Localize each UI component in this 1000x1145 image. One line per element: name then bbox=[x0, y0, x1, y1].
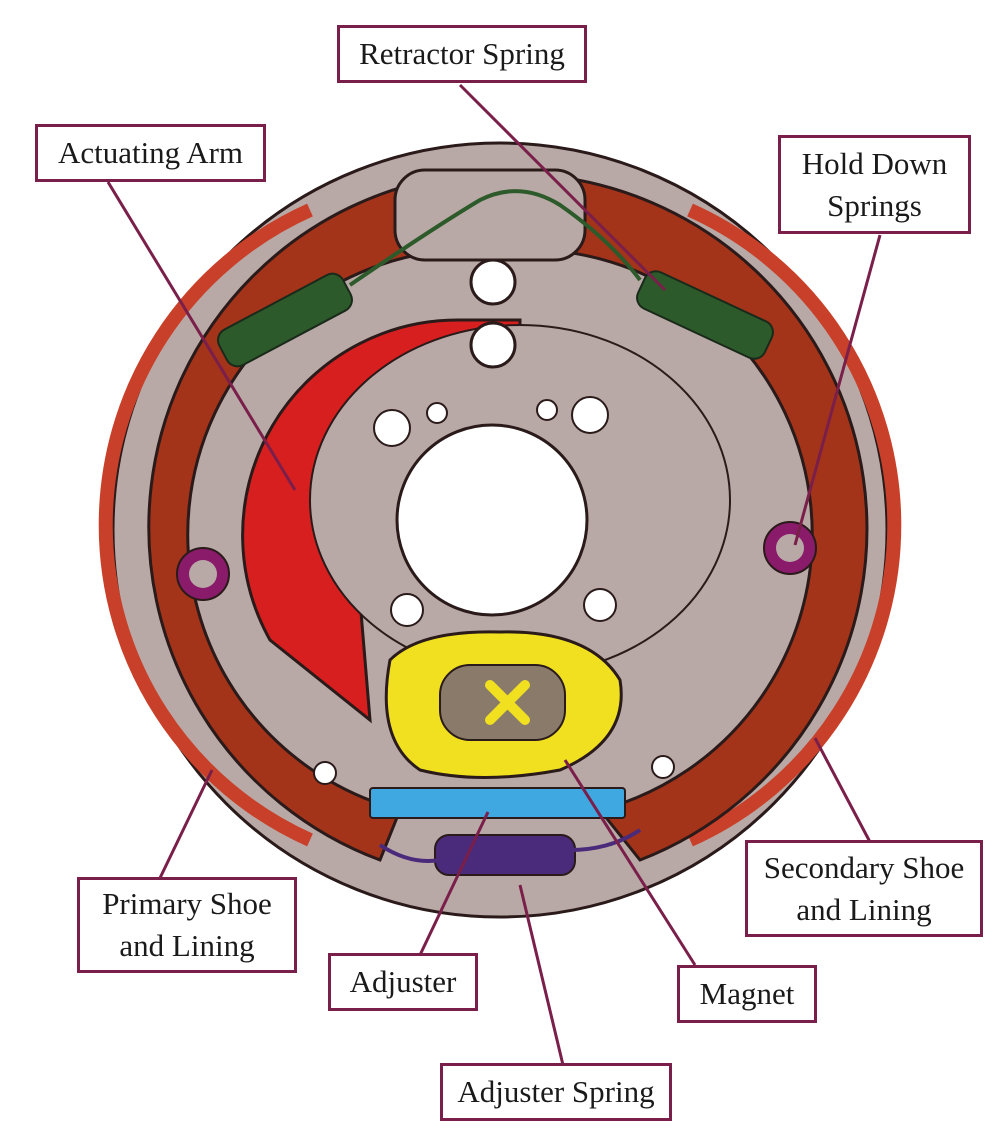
hub-hole bbox=[397, 425, 587, 615]
label-line: and Lining bbox=[796, 889, 931, 931]
shoe-hole bbox=[652, 756, 674, 778]
leader-secondary-shoe bbox=[815, 738, 870, 842]
hold-down-spring-right bbox=[764, 522, 816, 574]
label-adjuster: Adjuster bbox=[328, 953, 478, 1011]
label-line: Hold Down bbox=[802, 143, 948, 185]
label-line: Secondary Shoe bbox=[764, 847, 965, 889]
hold-down-spring-left bbox=[177, 548, 229, 600]
leader-primary-shoe bbox=[160, 770, 212, 878]
label-retractor-spring: Retractor Spring bbox=[337, 25, 587, 83]
label-adjuster-spring: Adjuster Spring bbox=[440, 1063, 672, 1121]
adjuster-spring bbox=[435, 835, 575, 875]
label-magnet: Magnet bbox=[677, 965, 817, 1023]
small-hole bbox=[427, 403, 447, 423]
small-hole bbox=[537, 400, 557, 420]
label-line: Actuating Arm bbox=[58, 132, 243, 174]
bolt-hole bbox=[391, 594, 423, 626]
label-line: Adjuster bbox=[350, 961, 457, 1003]
anchor-pin bbox=[471, 260, 515, 304]
label-secondary-shoe: Secondary Shoe and Lining bbox=[745, 840, 983, 937]
label-hold-down-springs: Hold Down Springs bbox=[778, 135, 971, 234]
label-actuating-arm: Actuating Arm bbox=[35, 124, 266, 182]
bolt-hole bbox=[374, 410, 410, 446]
label-line: Springs bbox=[827, 185, 922, 227]
label-line: Primary Shoe bbox=[102, 883, 272, 925]
label-line: and Lining bbox=[119, 925, 254, 967]
label-primary-shoe: Primary Shoe and Lining bbox=[77, 877, 297, 973]
anchor-pin bbox=[471, 323, 515, 367]
shoe-hole bbox=[314, 762, 336, 784]
magnet bbox=[386, 632, 621, 778]
label-line: Magnet bbox=[700, 973, 795, 1015]
bolt-hole bbox=[584, 589, 616, 621]
label-line: Adjuster Spring bbox=[457, 1071, 654, 1113]
bolt-hole bbox=[572, 397, 608, 433]
label-line: Retractor Spring bbox=[359, 33, 565, 75]
